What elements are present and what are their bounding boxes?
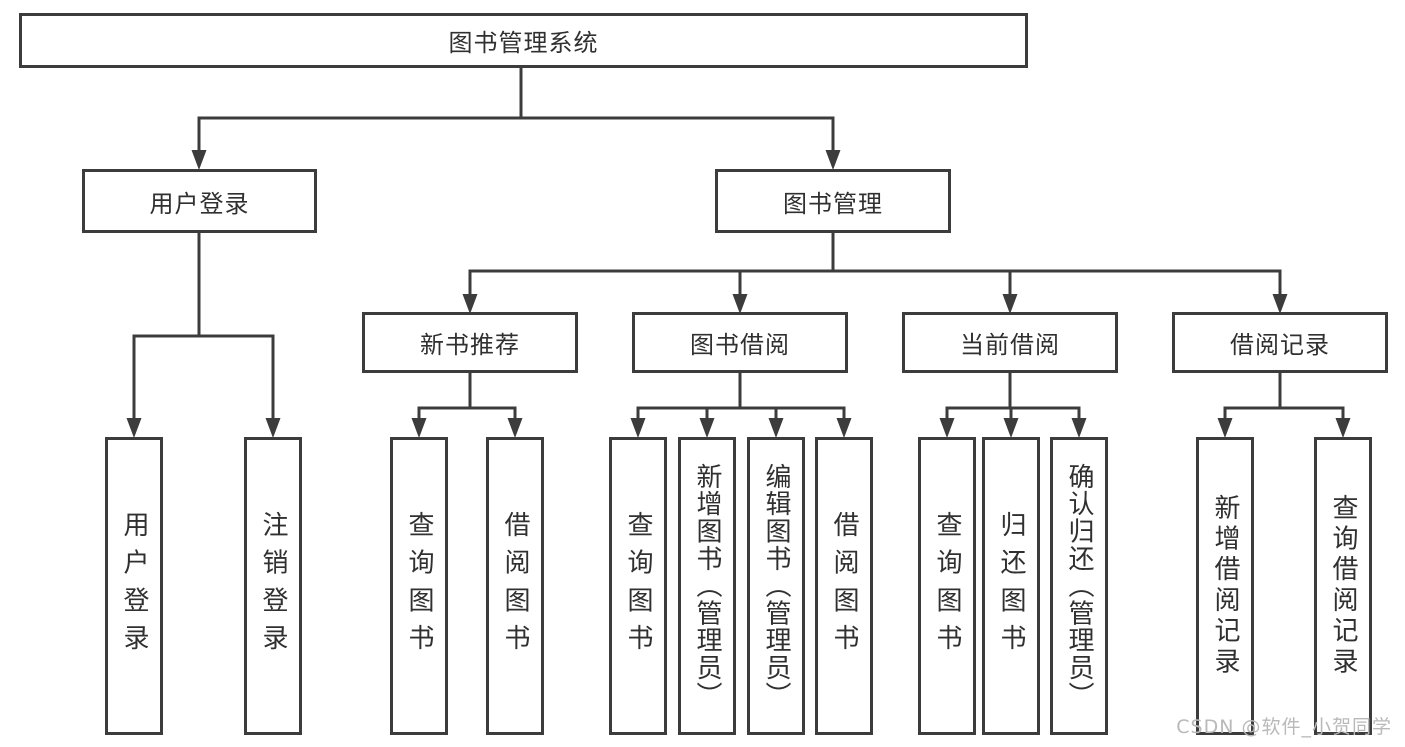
node-rec-borrow-books: 借阅图书 bbox=[486, 437, 544, 735]
node-rcd-query-record: 查询借阅记录 bbox=[1314, 437, 1372, 735]
node-current-borrow: 当前借阅 bbox=[902, 312, 1118, 373]
node-rec-query-books: 查询图书 bbox=[390, 437, 448, 735]
node-label: 图书借阅 bbox=[690, 331, 790, 359]
node-book-mgmt-module: 图书管理 bbox=[715, 169, 951, 233]
node-label: 确认归还（管理员） bbox=[1064, 463, 1094, 709]
node-label: 新增借阅记录 bbox=[1210, 493, 1240, 679]
node-borrow-record: 借阅记录 bbox=[1172, 312, 1388, 373]
node-label: 查询图书 bbox=[404, 510, 434, 662]
node-label: 当前借阅 bbox=[960, 331, 1060, 359]
node-bor-edit-books: 编辑图书（管理员） bbox=[747, 437, 805, 735]
node-label: 借阅图书 bbox=[829, 510, 859, 662]
node-label: 编辑图书（管理员） bbox=[761, 463, 791, 709]
node-label: 查询借阅记录 bbox=[1328, 493, 1358, 679]
node-label: 注销登录 bbox=[258, 510, 288, 662]
node-label: 借阅图书 bbox=[500, 510, 530, 662]
node-label: 用户登录 bbox=[119, 510, 149, 662]
node-cur-query-books: 查询图书 bbox=[918, 437, 976, 735]
node-cur-return-books: 归还图书 bbox=[982, 437, 1040, 735]
node-bor-add-books: 新增图书（管理员） bbox=[678, 437, 736, 735]
node-label: 图书管理系统 bbox=[448, 29, 599, 57]
node-root: 图书管理系统 bbox=[19, 13, 1028, 68]
node-book-borrow: 图书借阅 bbox=[632, 312, 848, 373]
node-cur-confirm-return: 确认归还（管理员） bbox=[1050, 437, 1108, 735]
node-label: 查询图书 bbox=[932, 510, 962, 662]
node-label: 新书推荐 bbox=[420, 331, 520, 359]
node-label: 用户登录 bbox=[149, 189, 250, 218]
node-label: 归还图书 bbox=[996, 510, 1026, 662]
node-logout: 注销登录 bbox=[244, 437, 302, 735]
node-label: 图书管理 bbox=[783, 189, 883, 218]
node-user-login-module: 用户登录 bbox=[82, 169, 317, 233]
node-label: 借阅记录 bbox=[1230, 331, 1330, 359]
node-label: 查询图书 bbox=[623, 510, 653, 662]
node-label: 新增图书（管理员） bbox=[692, 463, 722, 709]
node-bor-query-books: 查询图书 bbox=[609, 437, 667, 735]
node-bor-borrow-books: 借阅图书 bbox=[815, 437, 873, 735]
node-rcd-add-record: 新增借阅记录 bbox=[1196, 437, 1254, 735]
node-new-book-rec: 新书推荐 bbox=[362, 312, 578, 373]
node-login: 用户登录 bbox=[105, 437, 163, 735]
